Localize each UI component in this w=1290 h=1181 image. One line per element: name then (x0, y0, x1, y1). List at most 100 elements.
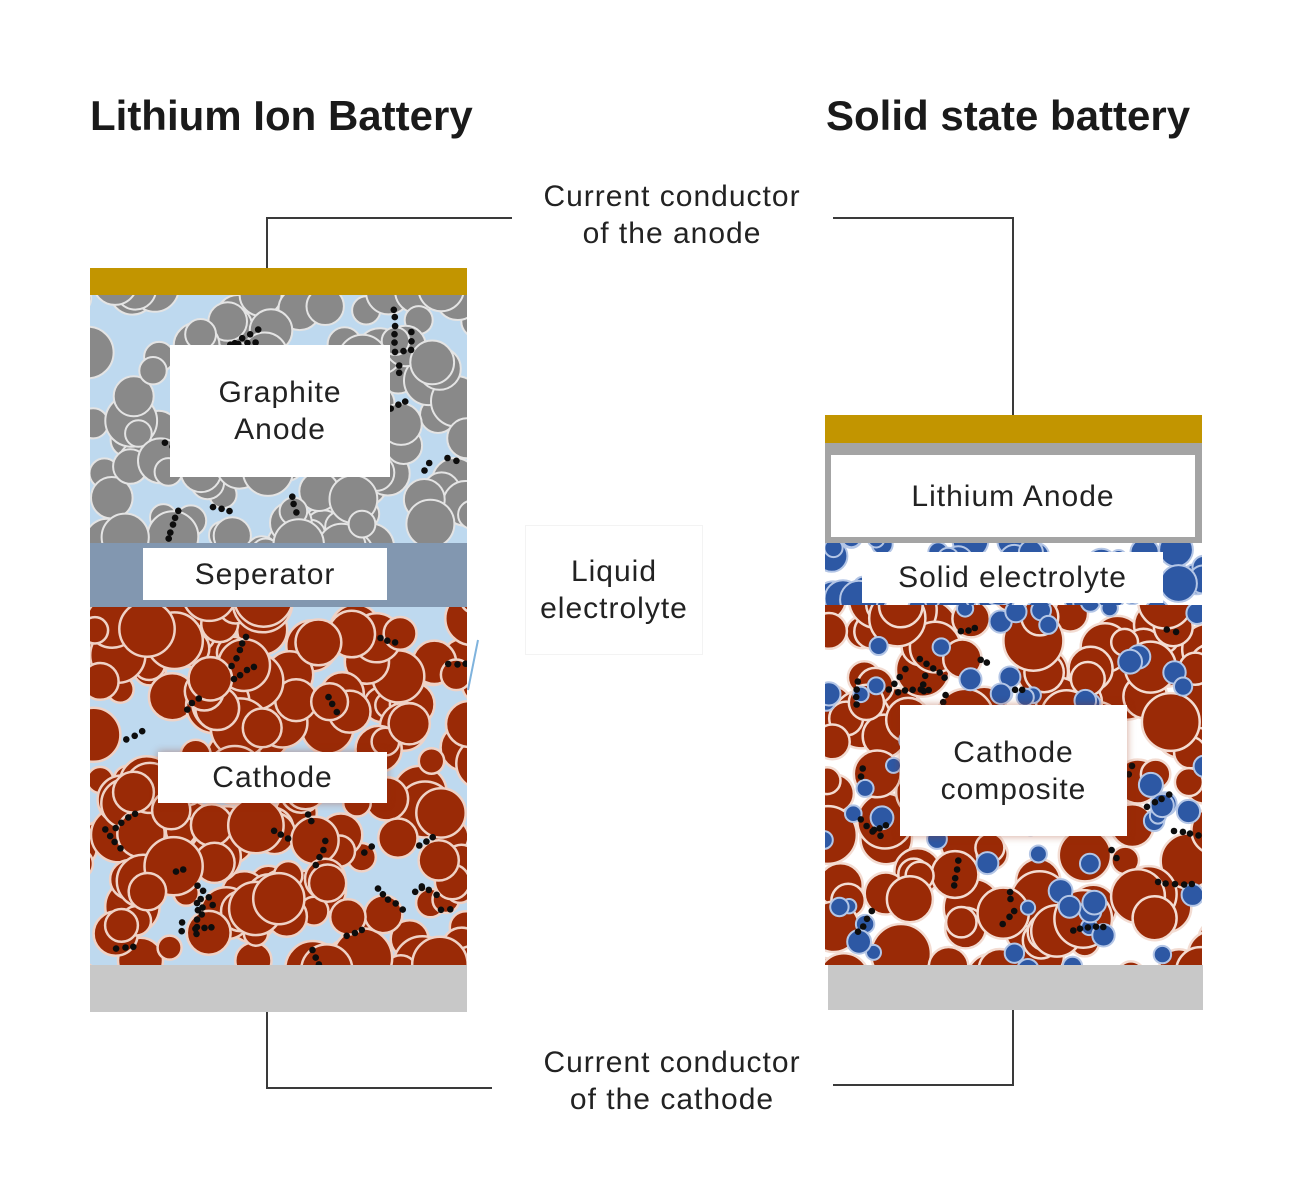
conductive-additive-dot (192, 925, 199, 933)
graphite-anode-label: Graphite Anode (170, 345, 390, 477)
cathode-particle (189, 803, 234, 848)
cathode-particle (241, 707, 283, 749)
conductive-additive-dot (236, 646, 244, 654)
conductive-additive-dot (1076, 925, 1084, 932)
cathode-particle (825, 723, 851, 761)
conductive-additive-dot (418, 883, 426, 890)
cathode-particle (415, 786, 467, 839)
conductive-additive-dot (193, 930, 200, 938)
conductive-additive-dot (270, 827, 278, 835)
conductive-additive-dot (171, 514, 179, 522)
cathode-particle (825, 611, 849, 651)
conductive-additive-dot (312, 954, 320, 961)
conductive-additive-dot (425, 886, 433, 894)
conductive-additive-dot (125, 814, 132, 821)
callout-line: electrolyte (540, 592, 688, 625)
anode-conductor-line-left (266, 217, 512, 268)
label-line: Cathode (953, 735, 1074, 769)
conductive-additive-dot (1170, 827, 1178, 835)
cathode-particle (118, 607, 176, 658)
graphite-particle (405, 498, 456, 543)
conductive-additive-dot (391, 313, 399, 321)
conductive-additive-dot (853, 701, 860, 708)
conductive-additive-dot (169, 521, 177, 528)
solid-electrolyte-particle (867, 543, 885, 549)
callout-line: Current conductor (543, 1046, 801, 1079)
cathode-particle (444, 607, 467, 646)
solid-electrolyte-particle (829, 896, 850, 918)
conductive-additive-dot (936, 669, 943, 676)
conductive-additive-dot (391, 330, 398, 338)
cathode-particle (825, 951, 867, 965)
conductive-additive-dot (1084, 924, 1092, 931)
cathode-particle (156, 934, 183, 961)
conductive-additive-dot (130, 943, 137, 951)
graphite-particle (90, 407, 110, 440)
conductive-additive-dot (1143, 803, 1151, 811)
solid-electrolyte-particle (1192, 754, 1202, 778)
graphite-particle (305, 295, 345, 326)
cathode-particle (289, 815, 340, 866)
solid-electrolyte-particle (1137, 771, 1164, 798)
solid-electrolyte-label: Solid electrolyte (862, 552, 1163, 603)
cathode-particle (444, 699, 467, 749)
cathode-particle (1131, 894, 1178, 942)
conductive-additive-dot (289, 493, 296, 501)
conductive-additive-dot (391, 322, 399, 330)
solid-electrolyte-particle (1015, 687, 1035, 707)
conductive-additive-dot (894, 689, 902, 696)
conductive-additive-dot (131, 810, 139, 818)
conductive-additive-dot (308, 817, 315, 825)
solid-state-battery-title: Solid state battery (826, 92, 1191, 139)
conductive-additive-dot (407, 346, 415, 354)
conductive-additive-dot (138, 727, 146, 735)
graphite-particle (124, 419, 153, 448)
conductive-additive-dot (951, 874, 959, 882)
conductive-additive-dot (1125, 771, 1133, 778)
cathode-particle (460, 669, 467, 700)
conductive-additive-dot (374, 885, 382, 892)
cathode-particle (111, 770, 156, 814)
solid-electrolyte-particle (1019, 899, 1037, 916)
solid-electrolyte-particle (1175, 798, 1202, 825)
conductive-additive-dot (179, 866, 187, 873)
conductive-additive-dot (277, 831, 285, 838)
conductive-additive-dot (902, 665, 909, 673)
conductive-additive-dot (929, 665, 937, 672)
conductive-additive-dot (919, 681, 927, 688)
graphite-particle (95, 295, 135, 306)
cathode-particle (944, 905, 978, 939)
conductive-additive-dot (1180, 881, 1188, 888)
conductive-additive-dot (425, 459, 433, 467)
conductive-additive-dot (343, 932, 351, 940)
graphite-particle (112, 375, 155, 418)
cathode-particle (90, 963, 93, 965)
cathode-particle (90, 615, 110, 645)
conductive-additive-dot (246, 331, 254, 338)
conductive-additive-dot (205, 894, 213, 901)
conductive-additive-dot (1162, 880, 1169, 887)
conductive-additive-dot (118, 819, 125, 827)
cathode-particle (309, 682, 350, 722)
conductive-additive-dot (953, 866, 961, 873)
conductive-additive-dot (293, 509, 300, 516)
conductive-additive-dot (165, 535, 172, 542)
cathode-particle (825, 766, 842, 796)
cathode-particle (103, 907, 140, 944)
cathode-conductor-line-left (266, 1012, 492, 1089)
solid-electrolyte-particle (844, 804, 863, 824)
cathode-particle (90, 661, 120, 702)
graphite-particle (100, 512, 150, 543)
graphite-particle (212, 516, 252, 543)
conductive-additive-dot (923, 660, 930, 668)
conductive-additive-dot (462, 660, 467, 667)
conductive-additive-dot (965, 627, 972, 634)
conductive-additive-dot (304, 811, 312, 818)
cathode-particle (417, 839, 461, 882)
solid-electrolyte-particle (958, 667, 983, 692)
cathode-particle (930, 849, 980, 900)
electrolyte-pointer (467, 639, 479, 691)
conductive-additive-dot (999, 920, 1006, 928)
conductive-additive-dot (1151, 798, 1159, 806)
conductive-additive-dot (1128, 762, 1136, 770)
